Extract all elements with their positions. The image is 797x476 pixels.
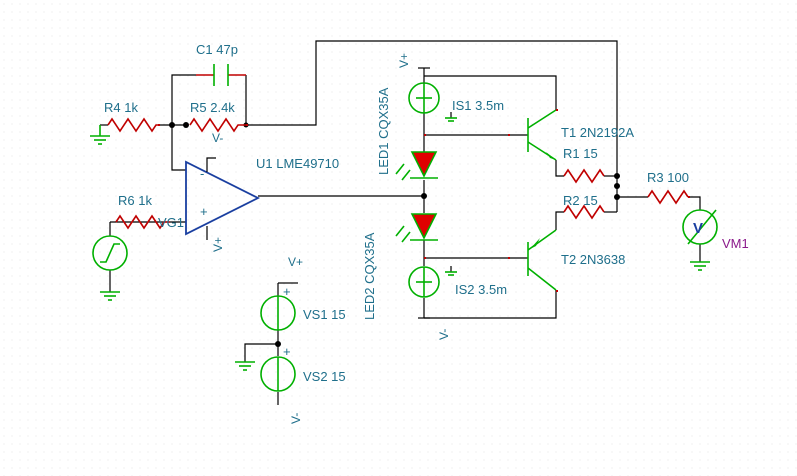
r4-label: R4 1k: [104, 100, 138, 115]
vg1-label: VG1: [158, 215, 184, 230]
bottom-vminus-label: V-: [437, 329, 451, 340]
t1-label: T1 2N2192A: [561, 125, 634, 140]
wires: [100, 40, 701, 405]
ground-symbols: [90, 117, 710, 371]
junction-dots: [169, 122, 620, 347]
led-1[interactable]: LED1 CQX35A: [376, 87, 438, 181]
u1-vplus-label: V+: [211, 237, 225, 252]
pin-markers: [158, 109, 690, 292]
resistor-r1[interactable]: R1 15: [563, 146, 605, 184]
r6-label: R6 1k: [118, 193, 152, 208]
vs1-label: VS1 15: [303, 307, 346, 322]
vs2-plus-sign: +: [283, 344, 291, 359]
led1-label: LED1 CQX35A: [376, 87, 391, 175]
opamp-plus-sign: +: [200, 204, 208, 219]
vs2-vminus-label: V-: [289, 413, 303, 424]
resistor-r5[interactable]: R5 2.4k: [189, 100, 246, 133]
opamp-u1[interactable]: - + U1 LME49710 V+ V-: [185, 131, 339, 252]
led-2[interactable]: LED2 CQX35A: [362, 213, 438, 320]
transistor-t1[interactable]: T1 2N2192A: [527, 109, 634, 161]
capacitor-c1[interactable]: C1 47p: [196, 42, 246, 86]
current-source-is2[interactable]: IS2 3.5m: [408, 266, 507, 298]
voltage-source-vs2[interactable]: + VS2 15: [260, 344, 346, 392]
voltmeter-vm1[interactable]: V VM1: [682, 209, 749, 251]
meter-v-letter: V: [693, 220, 703, 237]
resistor-r3[interactable]: R3 100: [647, 170, 689, 205]
c1-label: C1 47p: [196, 42, 238, 57]
led2-label: LED2 CQX35A: [362, 232, 377, 320]
top-vplus-label: V+: [397, 53, 411, 68]
is1-label: IS1 3.5m: [452, 98, 504, 113]
net-labels: V+ V- V+ V-: [278, 53, 451, 424]
signal-generator-vg1[interactable]: VG1: [92, 215, 184, 271]
opamp-minus-sign: -: [200, 166, 204, 181]
voltage-source-vs1[interactable]: + VS1 15: [260, 284, 346, 331]
r1-label: R1 15: [563, 146, 598, 161]
r2-label: R2 15: [563, 193, 598, 208]
r5-label: R5 2.4k: [190, 100, 235, 115]
vs2-label: VS2 15: [303, 369, 346, 384]
vm1-label: VM1: [722, 236, 749, 251]
is2-label: IS2 3.5m: [455, 282, 507, 297]
u1-label: U1 LME49710: [256, 156, 339, 171]
vs1-vplus-label: V+: [288, 255, 303, 269]
t2-label: T2 2N3638: [561, 252, 625, 267]
resistor-r6[interactable]: R6 1k: [115, 193, 170, 230]
current-source-is1[interactable]: IS1 3.5m: [408, 82, 504, 114]
transistor-t2[interactable]: T2 2N3638: [527, 229, 625, 291]
vs1-plus-sign: +: [283, 284, 291, 299]
u1-vminus-label: V-: [212, 131, 223, 145]
resistor-r4[interactable]: R4 1k: [104, 100, 160, 133]
resistor-r2[interactable]: R2 15: [563, 193, 605, 220]
r3-label: R3 100: [647, 170, 689, 185]
